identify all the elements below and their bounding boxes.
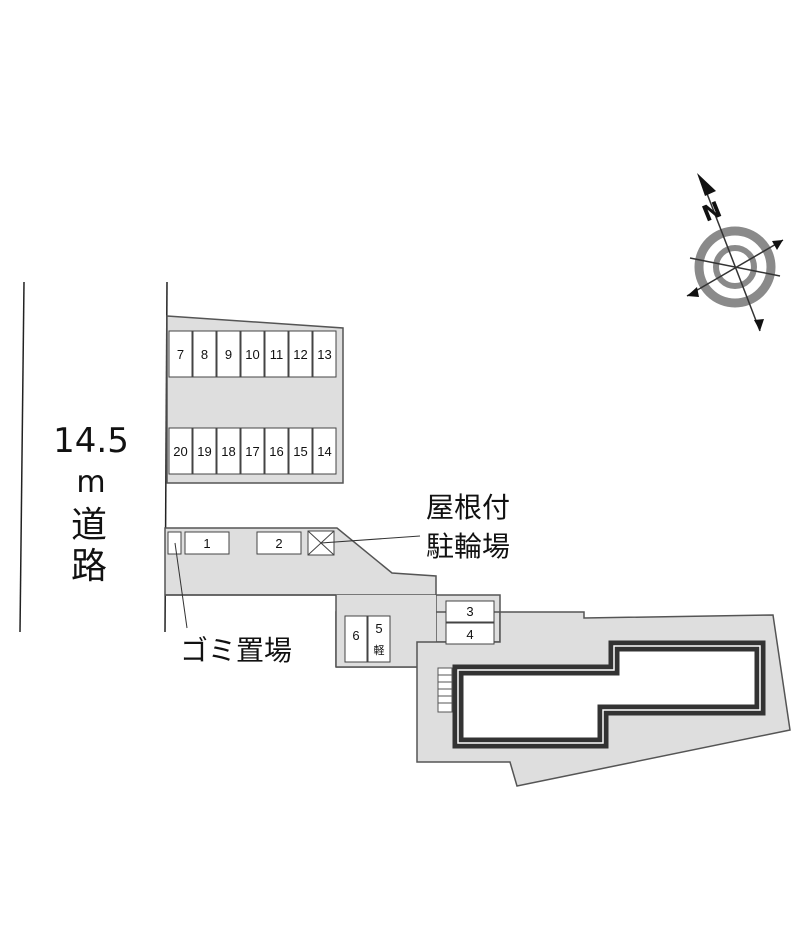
- garbage-area: [167, 531, 182, 555]
- parking-row-top: 7 8 9 10 11 12 13: [168, 330, 337, 378]
- parking-space-number: 17: [245, 444, 259, 459]
- north-arrow-icon: [697, 173, 716, 196]
- parking-space: [288, 330, 313, 378]
- parking-space-number: 6: [352, 628, 359, 643]
- road-width: 14.5: [53, 421, 129, 461]
- road-name-1: 道: [71, 505, 107, 546]
- parking-space-number: 11: [270, 347, 284, 362]
- parking-space-number: 8: [201, 347, 208, 362]
- road-name-2: 路: [71, 546, 107, 587]
- parking-space: [367, 615, 391, 663]
- compass: N: [686, 173, 784, 332]
- parking-space-number: 7: [177, 347, 184, 362]
- parking-space-number: 19: [197, 444, 211, 459]
- parking-space-number: 13: [317, 347, 331, 362]
- parking-space: [264, 427, 289, 475]
- building-inner-line: [457, 645, 761, 744]
- parking-space: [184, 531, 230, 555]
- parking-space-number: 2: [275, 536, 282, 551]
- parking-space: [445, 622, 495, 645]
- parking-space-number: 1: [203, 536, 210, 551]
- parking-space: [312, 427, 337, 475]
- road-label: 14.5 m 道 路: [53, 421, 129, 587]
- parking-space: [240, 427, 265, 475]
- parking-space-number: 3: [466, 604, 473, 619]
- parking-space: [216, 330, 241, 378]
- south-arrow-icon: [754, 319, 764, 331]
- parking-space: [168, 427, 193, 475]
- east-arrow-icon: [772, 240, 783, 250]
- stairs: [437, 667, 453, 713]
- bicycle-leader-line: [320, 535, 421, 544]
- parking-space-number: 10: [245, 347, 259, 362]
- parking-space: [344, 615, 368, 663]
- kei-note: 軽: [374, 644, 385, 657]
- parking-space: [264, 330, 289, 378]
- road-unit: m: [76, 465, 105, 500]
- parking-space: [445, 600, 495, 623]
- parking-space: [312, 330, 337, 378]
- parking-space-number: 9: [225, 347, 232, 362]
- parking-space-number: 20: [173, 444, 187, 459]
- parking-space-number: 14: [317, 444, 331, 459]
- west-arrow-icon: [687, 287, 699, 297]
- bicycle-label-line2: 駐輪場: [426, 530, 510, 563]
- parking-space-number: 4: [466, 627, 473, 642]
- parking-space-number: 18: [221, 444, 235, 459]
- road-edge-left: [19, 281, 25, 633]
- parking-space-number: 12: [293, 347, 307, 362]
- garbage-leader-line: [174, 542, 188, 629]
- bicycle-label-line1: 屋根付: [426, 491, 510, 524]
- parking-space: [192, 330, 217, 378]
- parking-space-number: 5: [375, 621, 382, 636]
- parking-space: [192, 427, 217, 475]
- parking-space: [256, 531, 302, 555]
- parking-space-number: 16: [269, 444, 283, 459]
- parking-space: [216, 427, 241, 475]
- parking-space: [288, 427, 313, 475]
- parking-space: [168, 330, 193, 378]
- parking-space: [240, 330, 265, 378]
- parking-row-bottom: 20 19 18 17 16 15 14: [168, 427, 337, 475]
- garbage-label: ゴミ置場: [180, 634, 292, 667]
- parking-space-number: 15: [293, 444, 307, 459]
- compass-north-label: N: [699, 197, 725, 227]
